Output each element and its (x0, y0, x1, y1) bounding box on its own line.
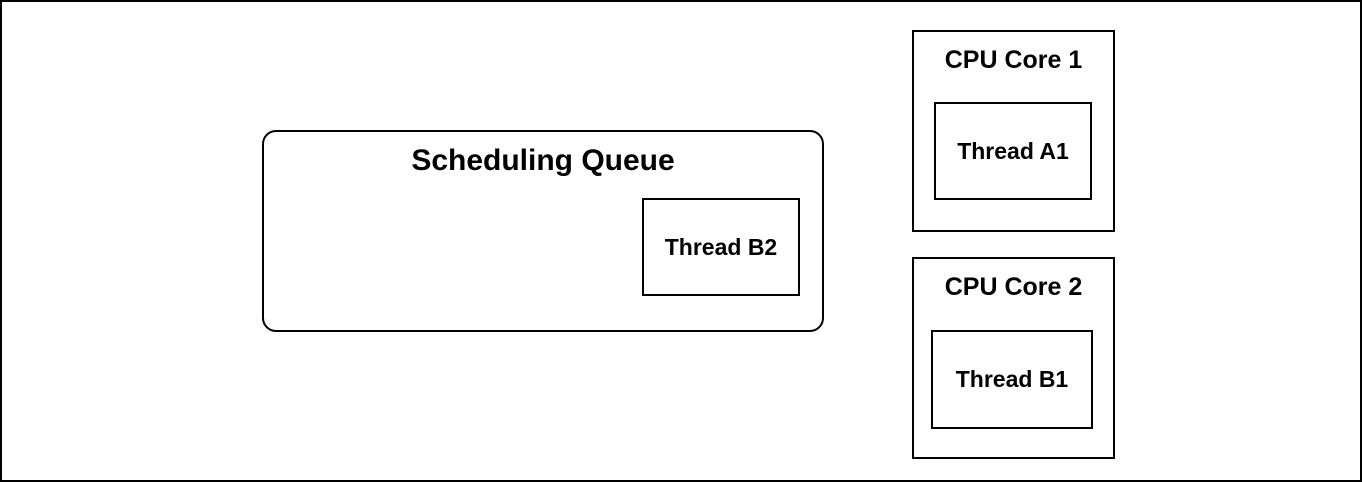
cpu-core-2-title: CPU Core 2 (944, 273, 1083, 301)
scheduling-queue-title: Scheduling Queue (411, 144, 675, 177)
cpu-core-1-title: CPU Core 1 (944, 46, 1083, 74)
scheduling-queue-box: Scheduling Queue Thread B2 (262, 130, 824, 332)
thread-b1-box: Thread B1 (931, 330, 1093, 429)
cpu-core-1-box: CPU Core 1 Thread A1 (912, 30, 1115, 232)
cpu-core-2-box: CPU Core 2 Thread B1 (912, 257, 1115, 459)
thread-b2-box: Thread B2 (642, 198, 800, 296)
thread-a1-box: Thread A1 (934, 102, 1092, 200)
